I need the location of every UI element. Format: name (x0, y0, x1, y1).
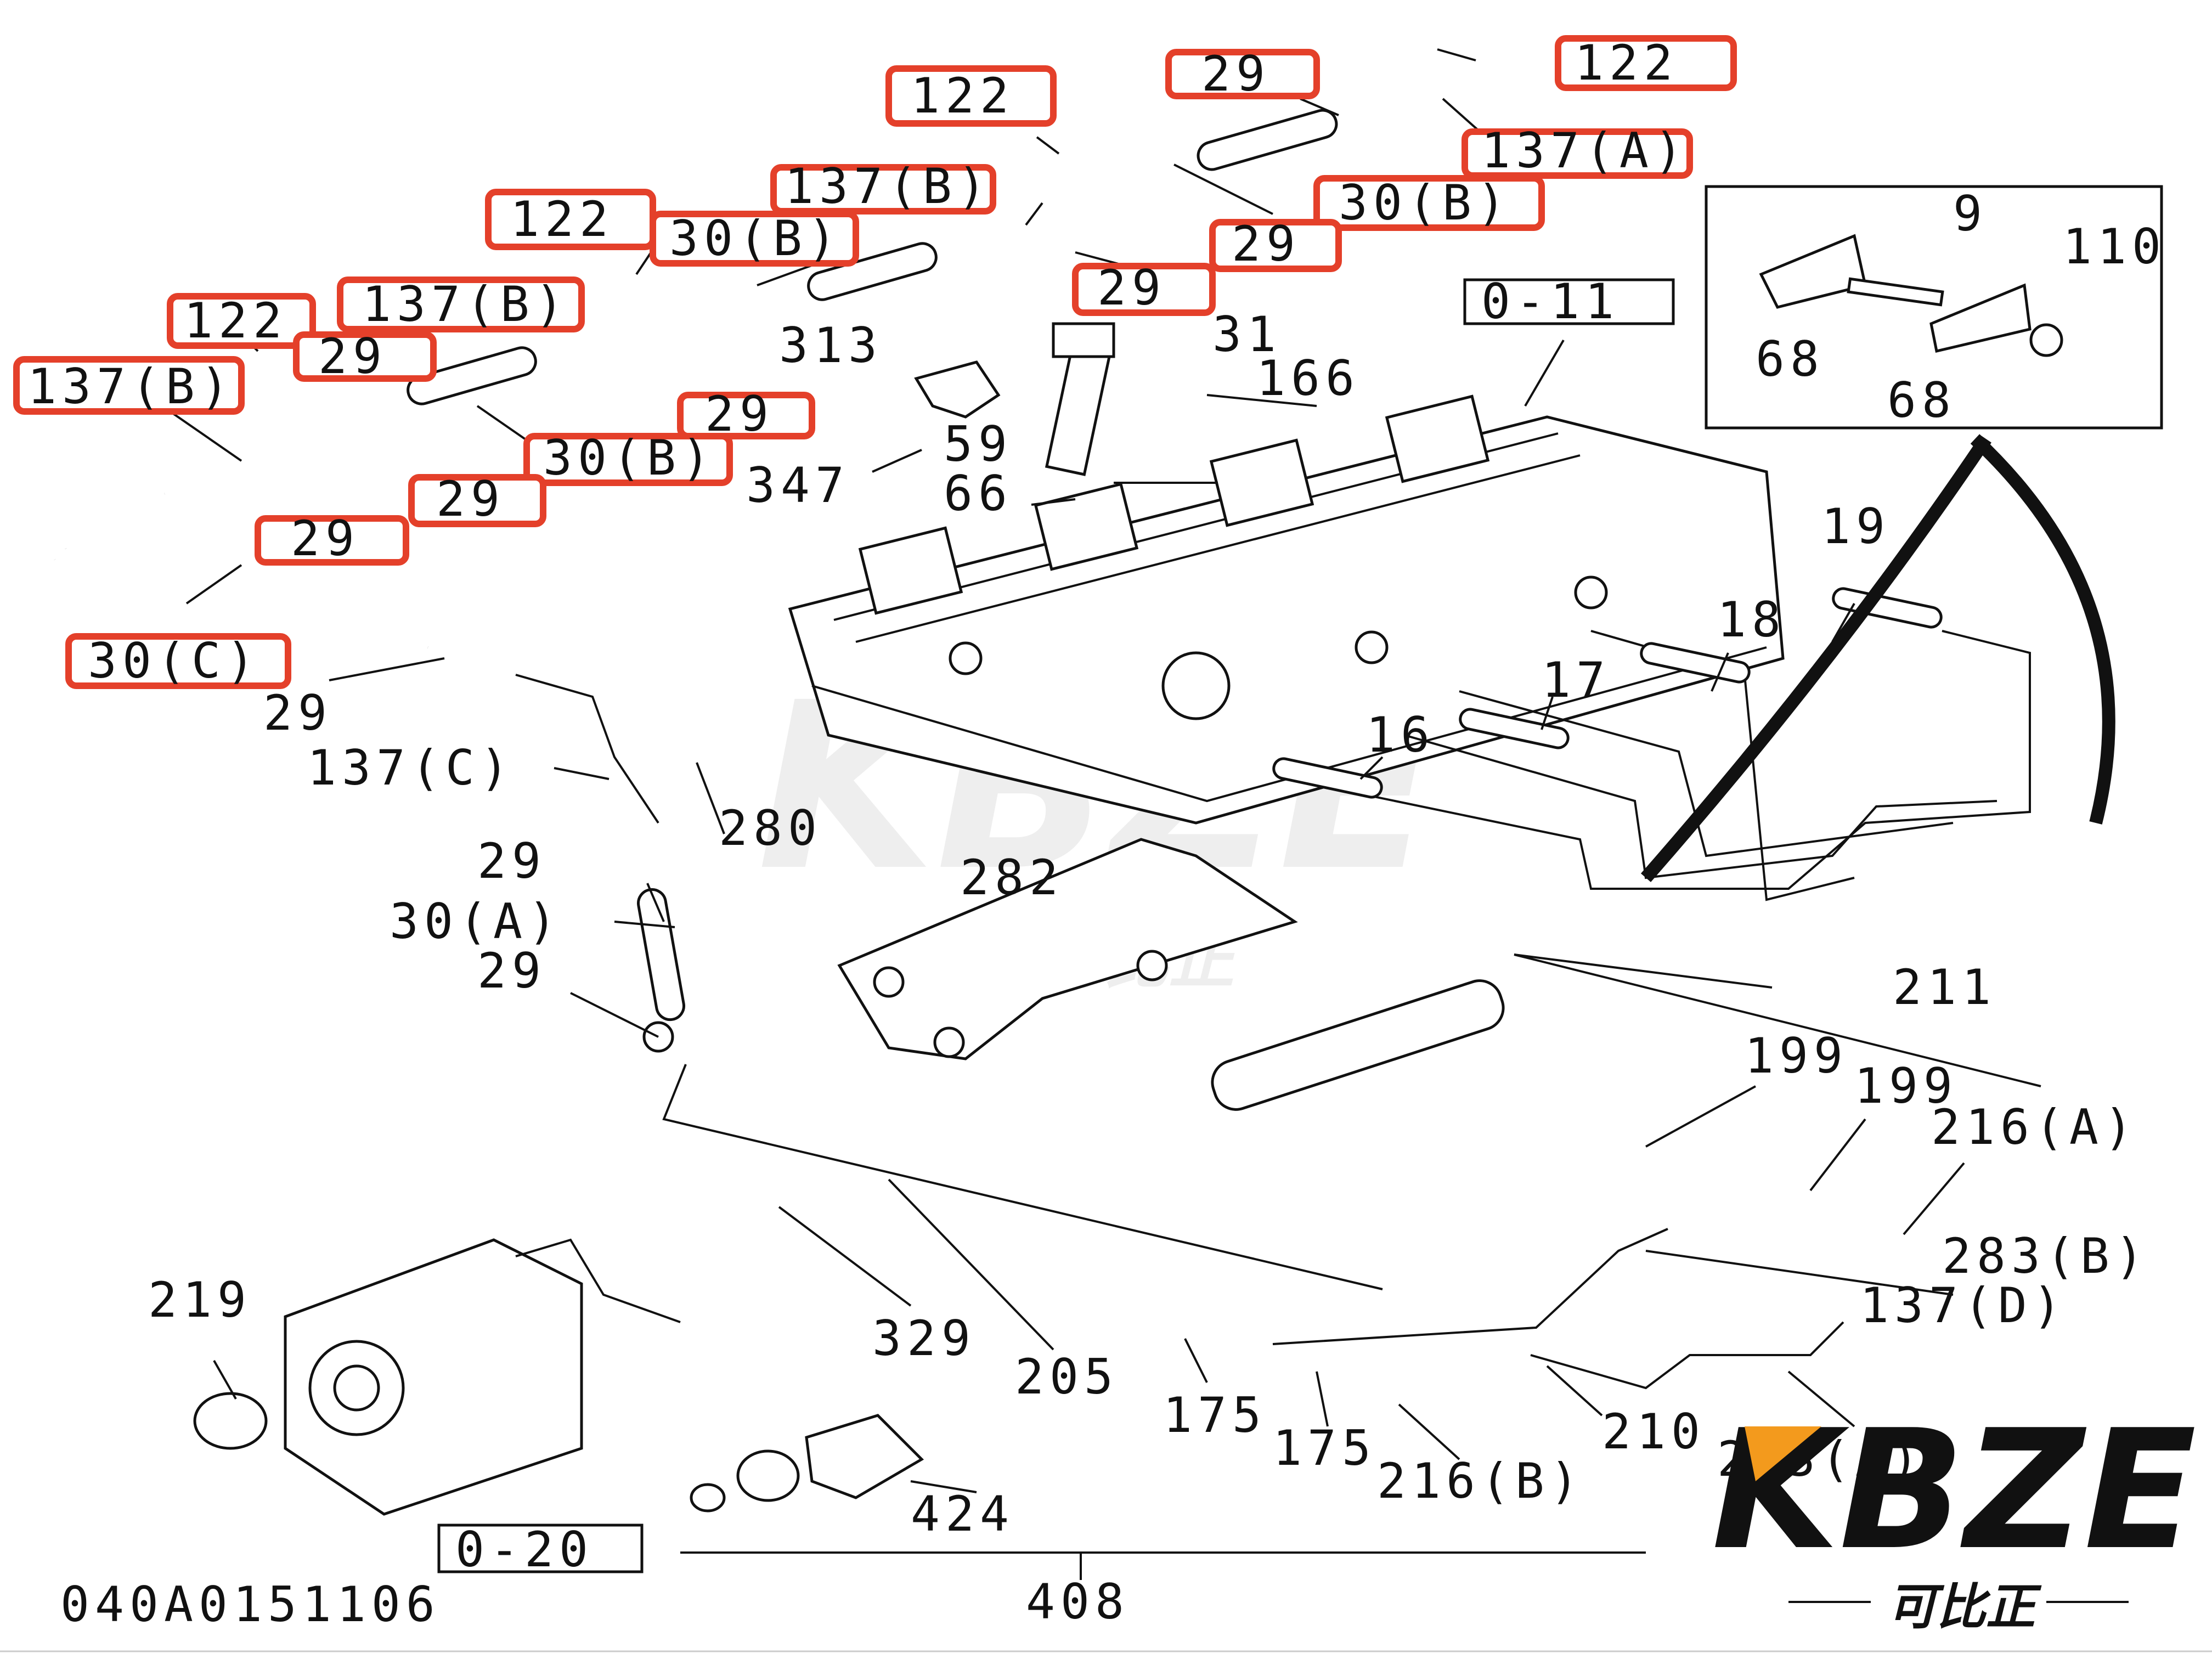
brand-logo-text: KBZE (1712, 1395, 2197, 1586)
svg-text:30(B): 30(B) (669, 210, 842, 267)
label-219: 219 (148, 1272, 252, 1328)
label-29-a: 29 (263, 685, 332, 741)
label-29-c: 29 (477, 943, 546, 999)
highlight-29-mid: 29 (1072, 259, 1216, 316)
label-216b: 216(B) (1377, 1453, 1584, 1509)
reference-boxes: 0-11 0-20 (437, 273, 1675, 1578)
highlighted-labels: 122 29 122 137(A) 137(B) 30(B) 122 30(B)… (13, 35, 1737, 689)
svg-text:30(B): 30(B) (543, 430, 716, 486)
label-166: 166 (1256, 350, 1360, 407)
leak-off-hoses (40, 109, 1338, 1053)
label-216a: 216(A) (1931, 1099, 2138, 1155)
label-424: 424 (911, 1486, 1014, 1542)
svg-text:137(B): 137(B) (362, 276, 569, 332)
label-110: 110 (2063, 218, 2166, 275)
label-31: 31 (1212, 306, 1282, 363)
label-210: 210 (1602, 1403, 1706, 1460)
highlight-29-top: 29 (1165, 46, 1320, 102)
label-408: 408 (1026, 1573, 1130, 1630)
svg-text:30(B): 30(B) (1339, 174, 1511, 231)
label-280: 280 (719, 800, 822, 856)
svg-text:122: 122 (184, 292, 287, 349)
highlight-30c: 30(C) (65, 633, 291, 689)
label-313: 313 (779, 317, 883, 374)
svg-text:29: 29 (1201, 46, 1271, 102)
brand-logo: KBZE 可比正 (1712, 1395, 2197, 1636)
suction-control-valve (690, 1414, 924, 1513)
label-282: 282 (960, 849, 1064, 906)
highlight-137b-mid: 137(B) (337, 276, 585, 332)
label-29-b: 29 (477, 833, 546, 889)
highlight-29-right: 29 (1209, 216, 1342, 272)
label-205: 205 (1015, 1348, 1119, 1405)
label-199-b: 199 (1854, 1058, 1958, 1114)
svg-text:29: 29 (291, 510, 360, 567)
svg-text:30(C): 30(C) (88, 633, 261, 689)
label-68-left: 68 (1756, 331, 1825, 387)
reference-0-20: 0-20 (437, 1521, 644, 1578)
part-labels: 313 31 166 59 347 66 9 110 68 68 19 18 1… (148, 185, 2166, 1630)
svg-text:137(B): 137(B) (785, 158, 992, 215)
injector (914, 322, 1115, 476)
label-18: 18 (1717, 591, 1786, 648)
label-66: 66 (944, 465, 1013, 522)
label-19: 19 (1821, 498, 1891, 555)
highlight-29-center: 29 (677, 386, 815, 442)
label-68-right: 68 (1887, 372, 1956, 428)
svg-text:29: 29 (1097, 259, 1166, 316)
highlight-29-bottom: 29 (255, 510, 409, 567)
highlight-122-mid: 122 (485, 189, 656, 250)
svg-text:122: 122 (1575, 35, 1678, 91)
highlight-137a: 137(A) (1462, 122, 1693, 179)
svg-text:0-11: 0-11 (1481, 273, 1620, 330)
label-211: 211 (1893, 959, 1996, 1015)
highlight-137b-upper: 137(B) (770, 158, 996, 215)
svg-text:122: 122 (911, 67, 1014, 124)
label-137d: 137(D) (1860, 1277, 2067, 1334)
svg-text:29: 29 (705, 386, 774, 442)
label-137c: 137(C) (307, 740, 515, 796)
label-175-a: 175 (1163, 1387, 1267, 1443)
label-30a: 30(A) (390, 893, 562, 950)
label-9: 9 (1953, 185, 1988, 242)
label-17: 17 (1542, 652, 1611, 708)
svg-text:29: 29 (1232, 216, 1301, 272)
highlight-122-left: 122 (167, 292, 316, 349)
svg-text:137(B): 137(B) (27, 358, 235, 415)
svg-text:29: 29 (318, 328, 387, 385)
label-175-b: 175 (1273, 1420, 1376, 1476)
highlight-29-lower: 29 (408, 471, 546, 527)
bracket (837, 838, 1298, 1060)
highlight-30b-mid: 30(B) (650, 210, 859, 267)
brand-logo-accent (1745, 1426, 1821, 1481)
highlight-30b-lower: 30(B) (523, 430, 733, 486)
label-199-a: 199 (1745, 1028, 1848, 1084)
cylinder-head (788, 394, 1785, 825)
inset-detail-box (1640, 185, 2163, 882)
fuel-rail-and-pipes (1211, 587, 2031, 1390)
highlight-30b-right: 30(B) (1313, 174, 1545, 231)
label-16: 16 (1366, 707, 1435, 763)
label-329: 329 (872, 1310, 976, 1367)
svg-text:137(A): 137(A) (1481, 122, 1689, 179)
highlight-29-left: 29 (293, 328, 437, 385)
label-283b: 283(B) (1942, 1228, 2149, 1284)
svg-text:122: 122 (510, 191, 614, 247)
drawing-number: 040A0151106 (60, 1576, 441, 1633)
reference-0-11: 0-11 (1463, 273, 1675, 330)
brand-logo-cn: 可比正 (1887, 1578, 2042, 1636)
label-347: 347 (746, 457, 850, 514)
highlight-137b-left: 137(B) (13, 356, 245, 415)
svg-text:0-20: 0-20 (455, 1521, 594, 1578)
svg-text:29: 29 (436, 471, 505, 527)
highlight-122-top-right: 122 (1555, 35, 1737, 91)
supply-pump (193, 1238, 681, 1516)
label-59: 59 (944, 416, 1013, 472)
highlight-122-upper: 122 (885, 65, 1057, 127)
